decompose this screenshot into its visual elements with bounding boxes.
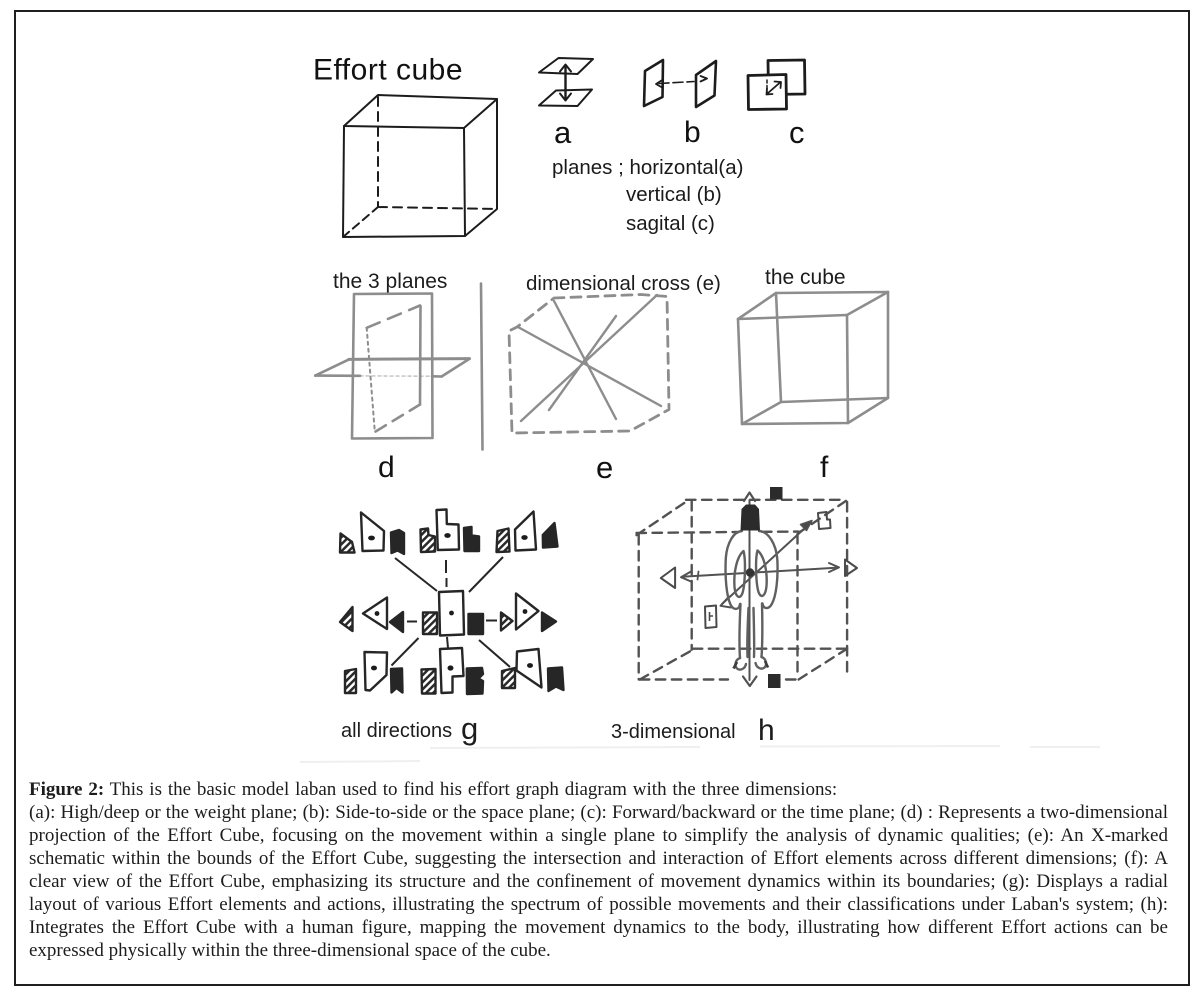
svg-text:c: c — [789, 115, 805, 150]
svg-text:all directions: all directions — [341, 720, 452, 742]
svg-text:planes ; horizontal(a): planes ; horizontal(a) — [552, 156, 743, 179]
svg-text:a: a — [554, 115, 572, 150]
svg-text:g: g — [461, 711, 478, 746]
svg-text:f: f — [820, 451, 829, 484]
svg-text:3-dimensional: 3-dimensional — [611, 721, 736, 743]
svg-text:sagital (c): sagital (c) — [626, 212, 715, 235]
svg-text:h: h — [758, 714, 775, 747]
svg-text:Effort cube: Effort cube — [313, 54, 463, 87]
svg-text:b: b — [684, 116, 701, 149]
svg-text:dimensional cross (e): dimensional cross (e) — [526, 272, 721, 295]
svg-text:vertical (b): vertical (b) — [626, 183, 722, 206]
svg-text:the cube: the cube — [765, 266, 846, 289]
svg-text:e: e — [596, 450, 613, 485]
svg-text:the 3 planes: the 3 planes — [333, 270, 447, 293]
svg-text:d: d — [378, 451, 395, 484]
